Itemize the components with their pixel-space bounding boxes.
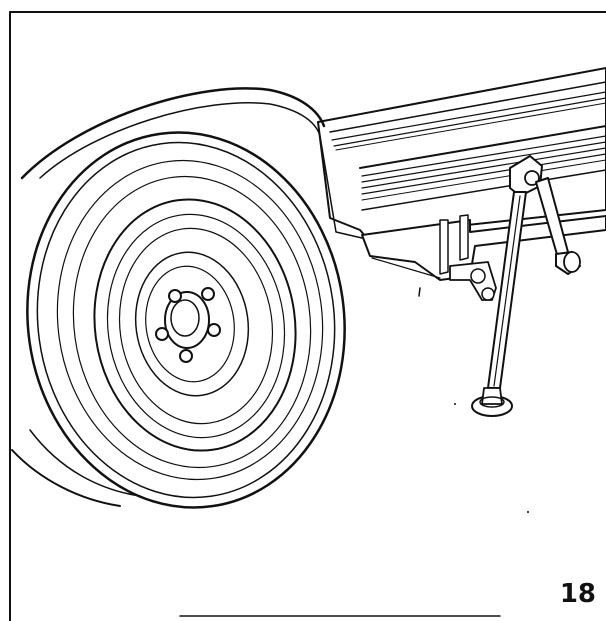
wheel-icon: [11, 87, 363, 509]
trailer-frame-icon: [361, 214, 606, 301]
page-number: 18: [559, 579, 596, 609]
crank-handle-icon: [535, 177, 581, 275]
stabilizer-jack-icon: [471, 155, 543, 417]
print-marks: [418, 287, 529, 513]
trailer-body-icon: [317, 67, 606, 237]
frame-border: [9, 11, 606, 621]
